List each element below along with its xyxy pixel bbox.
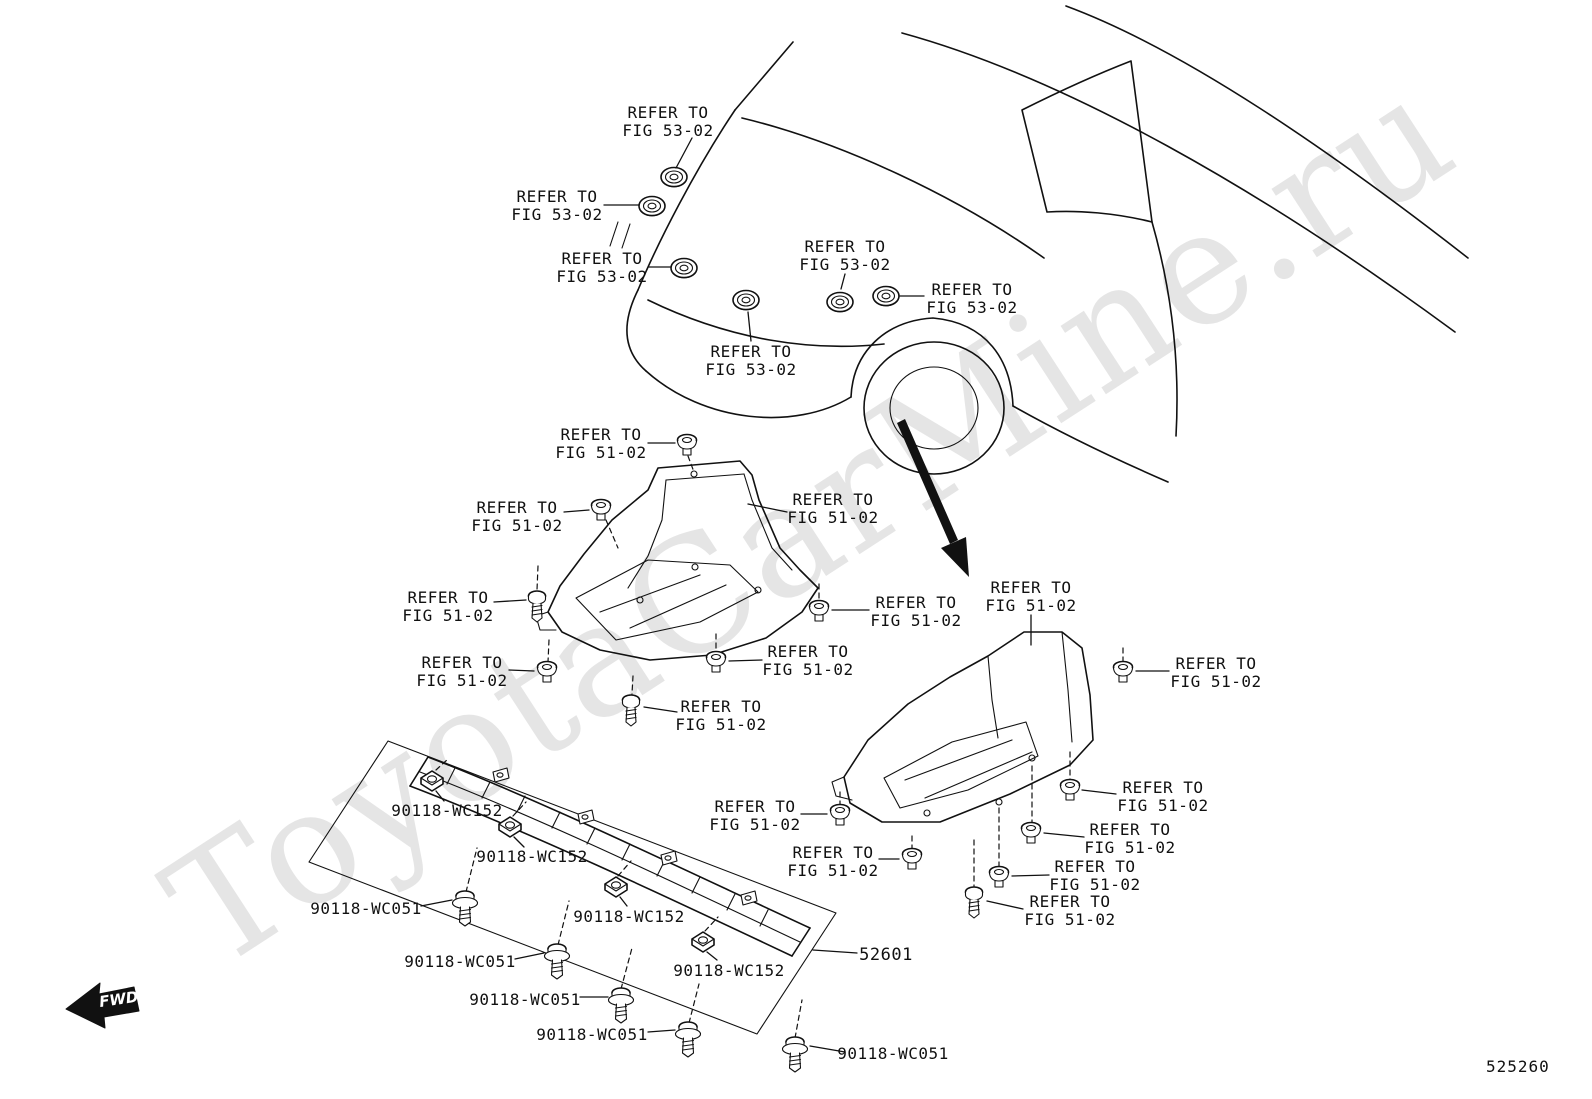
part-number-callout: 90118-WC051 xyxy=(469,990,581,1009)
part-number-52601: 52601 xyxy=(859,945,913,965)
front-seal-panel xyxy=(308,740,837,1035)
leader-lines xyxy=(420,137,1170,1053)
right-under-cover xyxy=(831,631,1094,823)
left-under-cover xyxy=(535,460,819,661)
fwd-label: FWD xyxy=(98,988,139,1011)
page-number: 525260 xyxy=(1486,1057,1550,1076)
part-number-callout: 90118-WC051 xyxy=(837,1044,949,1063)
fwd-arrow-icon xyxy=(65,982,140,1029)
part-number-callout: 90118-WC152 xyxy=(673,961,785,980)
assembly-arrow xyxy=(897,419,969,577)
part-number-callout: 90118-WC152 xyxy=(391,801,503,820)
fwd-indicator: FWD xyxy=(58,975,168,1045)
part-number-callout: 90118-WC051 xyxy=(404,952,516,971)
part-number-callout: 90118-WC051 xyxy=(310,899,422,918)
car-body-outline xyxy=(609,5,1469,483)
assembly-dashed-lines xyxy=(435,455,1124,1039)
part-number-callout: 90118-WC152 xyxy=(573,907,685,926)
part-number-callout: 90118-WC152 xyxy=(476,847,588,866)
part-number-callout: 90118-WC051 xyxy=(536,1025,648,1044)
